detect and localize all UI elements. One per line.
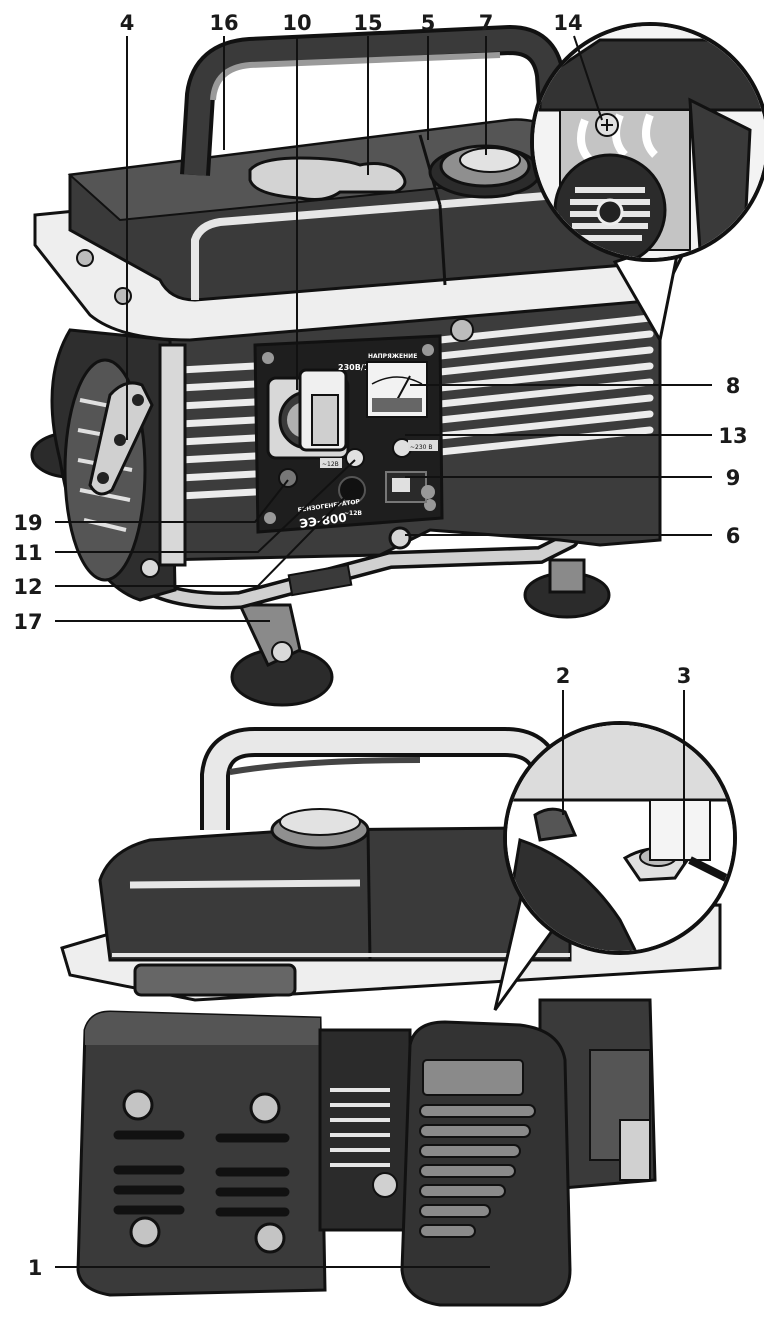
dc-bottom-label: ~12В bbox=[344, 510, 362, 517]
leader-lines-top bbox=[55, 35, 712, 622]
dc-breaker-button[interactable] bbox=[345, 448, 365, 468]
oil-drain-plug[interactable] bbox=[388, 526, 412, 550]
ground-terminal[interactable] bbox=[278, 468, 298, 488]
callout-6: 6 bbox=[726, 524, 741, 548]
meter-title: НАПРЯЖЕНИЕ bbox=[368, 353, 417, 360]
callout-19: 19 bbox=[13, 511, 42, 535]
generator-front-view: 230В/16А НАПРЯЖЕНИЕ ~12В ~230 В bbox=[30, 22, 764, 707]
callout-4: 4 bbox=[120, 11, 135, 35]
callout-15: 15 bbox=[353, 11, 382, 35]
callout-7: 7 bbox=[479, 11, 494, 35]
callout-1: 1 bbox=[28, 1256, 43, 1280]
ac-socket[interactable] bbox=[266, 368, 350, 460]
callout-2: 2 bbox=[556, 664, 571, 688]
callout-9: 9 bbox=[726, 466, 741, 490]
callout-14: 14 bbox=[553, 11, 582, 35]
callout-17: 17 bbox=[13, 610, 42, 634]
callout-10: 10 bbox=[282, 11, 311, 35]
leader-lines-bottom bbox=[55, 690, 685, 1268]
callout-13: 13 bbox=[718, 424, 747, 448]
callout-11: 11 bbox=[13, 541, 42, 565]
control-panel: 230В/16А НАПРЯЖЕНИЕ ~12В ~230 В bbox=[253, 334, 444, 534]
maintenance-hatch[interactable] bbox=[248, 156, 407, 201]
dc-right-label: ~230 В bbox=[410, 444, 433, 451]
callout-5: 5 bbox=[421, 11, 436, 35]
socket-rating: 230В/16А bbox=[338, 363, 382, 372]
rear-carry-handle[interactable] bbox=[200, 727, 565, 836]
generator-rear-view bbox=[55, 690, 737, 1307]
callout-labels: 4 16 10 15 5 7 14 8 13 9 6 19 11 12 17 2… bbox=[13, 11, 747, 1280]
dc-left-label: ~12В bbox=[322, 461, 339, 468]
callout-12: 12 bbox=[13, 575, 42, 599]
voltmeter bbox=[366, 361, 428, 418]
muffler-cover bbox=[76, 1010, 327, 1297]
callout-3: 3 bbox=[677, 664, 692, 688]
callout-8: 8 bbox=[726, 374, 741, 398]
choke-lever[interactable] bbox=[533, 807, 578, 842]
callout-16: 16 bbox=[209, 11, 238, 35]
fuel-cap[interactable] bbox=[428, 144, 542, 199]
rear-fuel-cap[interactable] bbox=[270, 808, 370, 850]
